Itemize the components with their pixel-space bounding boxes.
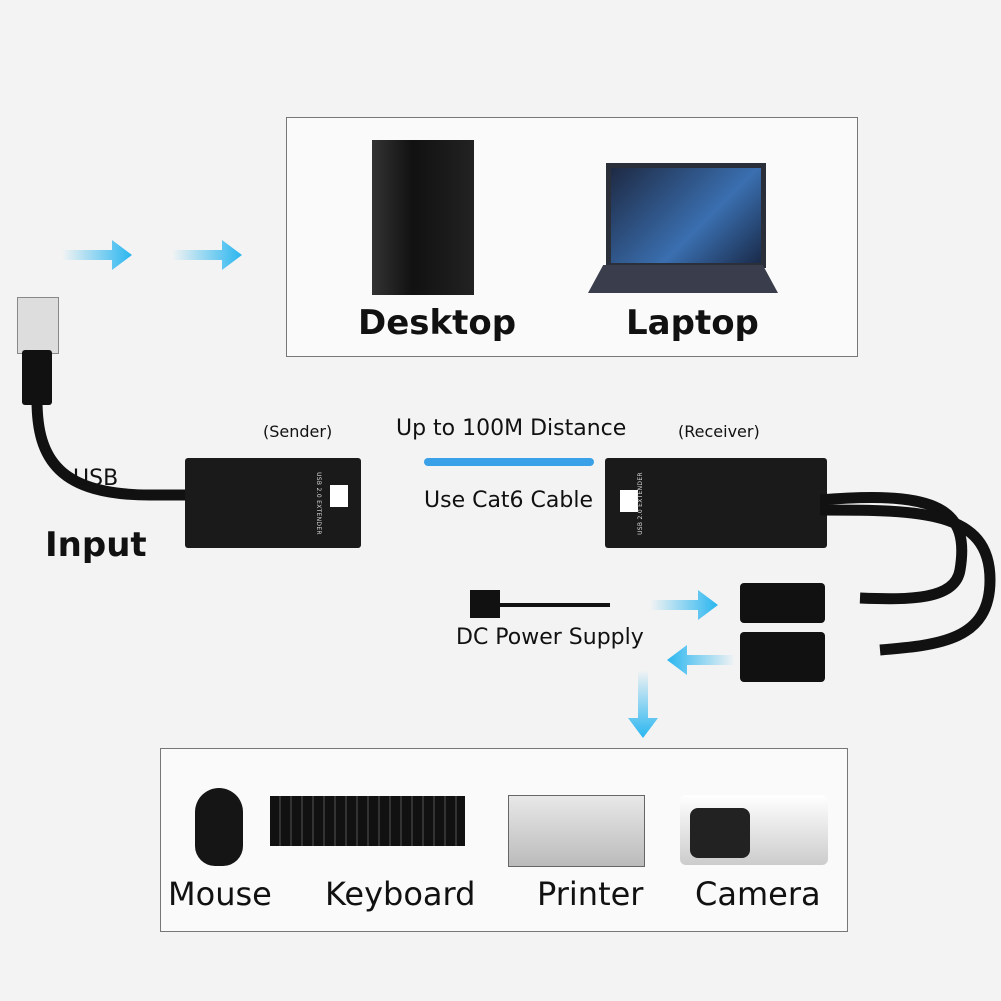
- usb-plug-body: [22, 350, 52, 405]
- mouse-image: [195, 788, 243, 866]
- arrow-right-icon: [650, 590, 718, 620]
- usb-cable: [31, 400, 185, 501]
- power-label: DC Power Supply: [456, 625, 644, 650]
- arrow-left-icon: [667, 645, 735, 675]
- arrow-right-icon: [172, 240, 242, 270]
- laptop-base: [588, 265, 778, 293]
- printer-label: Printer: [537, 875, 644, 913]
- receiver-unit: [605, 458, 827, 548]
- sender-logo: [330, 485, 348, 507]
- camera-lens: [690, 808, 750, 858]
- receiver-logo: [620, 490, 638, 512]
- power-adapter-image: [470, 590, 500, 618]
- desktop-tower-image: [372, 140, 474, 295]
- power-cord: [500, 603, 610, 607]
- cable-label: Use Cat6 Cable: [424, 488, 594, 513]
- mouse-label: Mouse: [168, 875, 272, 913]
- keyboard-image: [270, 796, 465, 846]
- desktop-label: Desktop: [358, 303, 517, 343]
- receiver-unit-text: USB 2.0 EXTENDER: [636, 472, 644, 535]
- receiver-split-cable: [820, 492, 996, 656]
- usb-female-port: [740, 632, 825, 682]
- keyboard-label: Keyboard: [325, 875, 476, 913]
- camera-label: Camera: [695, 875, 821, 913]
- laptop-image: [606, 163, 766, 268]
- arrow-down-icon: [628, 670, 658, 738]
- sender-label: (Sender): [263, 422, 333, 441]
- receiver-label: (Receiver): [678, 422, 760, 441]
- sender-unit-text: USB 2.0 EXTENDER: [314, 472, 322, 535]
- cat6-cable: [424, 458, 594, 466]
- input-label: Input: [45, 525, 147, 565]
- usb-plug: [17, 297, 59, 354]
- laptop-label: Laptop: [626, 303, 759, 343]
- printer-image: [508, 795, 645, 867]
- distance-label: Up to 100M Distance: [396, 416, 627, 441]
- dc-jack: [740, 583, 825, 623]
- usb-label: USB: [73, 466, 119, 491]
- arrow-right-icon: [62, 240, 132, 270]
